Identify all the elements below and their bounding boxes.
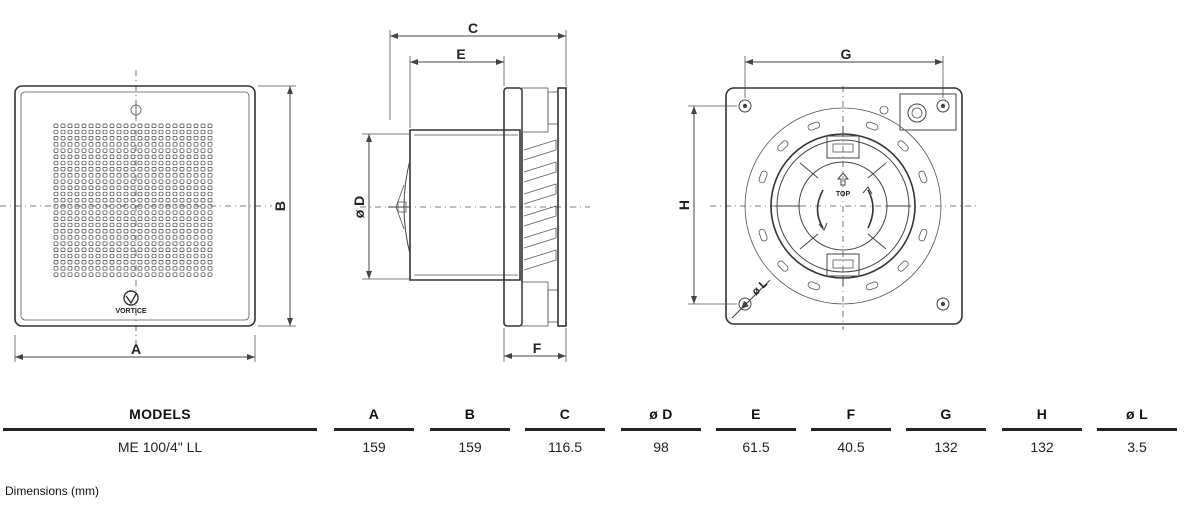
- table-header-c: C: [525, 404, 605, 431]
- rim-slot: [807, 281, 821, 291]
- side-view: C E ø D F: [351, 20, 590, 362]
- dim-label-f: F: [533, 340, 542, 356]
- rim-slot: [777, 260, 789, 272]
- table-cell-b: 159: [458, 439, 482, 455]
- terminal-box: [899, 93, 957, 131]
- table-header-models: MODELS: [3, 404, 317, 431]
- table-cell-d: 98: [653, 439, 669, 455]
- table-header-d: ø D: [621, 404, 701, 431]
- rim-slot: [865, 121, 879, 131]
- table-header-l: ø L: [1097, 404, 1177, 431]
- rim-slot: [758, 170, 768, 184]
- front-grille-outer: [14, 85, 256, 327]
- rim-slots: [758, 121, 928, 291]
- grille-slots: [53, 123, 213, 277]
- rim-slot: [918, 228, 928, 242]
- table-cell-h: 132: [1030, 439, 1054, 455]
- rim-slot: [777, 140, 789, 152]
- dimensions-table: MODELS A B C ø D E F G H ø L ME 100/4" L…: [0, 404, 1189, 466]
- table-cell-l: 3.5: [1127, 439, 1147, 455]
- dim-label-g: G: [841, 46, 852, 62]
- rotation-arrow-icon: [867, 189, 874, 229]
- rim-slot: [807, 121, 821, 131]
- front-view: VORTICE A B: [0, 70, 296, 362]
- rear-view: TOP G H ø L: [676, 46, 980, 330]
- table-cell-g: 132: [934, 439, 958, 455]
- side-flange: [503, 87, 523, 327]
- table-cell-f: 40.5: [837, 439, 865, 455]
- table-header-f: F: [811, 404, 891, 431]
- table-cell-a: 159: [362, 439, 386, 455]
- dim-label-l: ø L: [750, 278, 770, 298]
- table-cell-model: ME 100/4" LL: [117, 439, 203, 455]
- dim-label-b: B: [272, 201, 288, 211]
- dim-label-h: H: [676, 200, 692, 210]
- dim-label-e: E: [456, 46, 465, 62]
- table-header-g: G: [906, 404, 986, 431]
- rim-slot: [897, 260, 909, 272]
- rim-slot: [865, 281, 879, 291]
- dim-label-d: ø D: [351, 196, 367, 219]
- motor-body: [409, 129, 521, 281]
- table-cell-c: 116.5: [548, 439, 582, 455]
- table-header-e: E: [716, 404, 796, 431]
- dim-label-a: A: [131, 341, 141, 357]
- table-header-a: A: [334, 404, 414, 431]
- rim-slot: [918, 170, 928, 184]
- rear-plate: [725, 87, 963, 325]
- dim-label-c: C: [468, 20, 478, 36]
- up-arrow-icon: [836, 172, 850, 186]
- brand-label: VORTICE: [115, 308, 146, 315]
- brand-logo-icon: [123, 290, 139, 306]
- rotation-arrow-icon: [816, 189, 824, 229]
- footnote: Dimensions (mm): [5, 484, 100, 498]
- technical-drawing: VORTICE A B: [0, 20, 980, 362]
- table-header-h: H: [1002, 404, 1082, 431]
- rim-slot: [897, 140, 909, 152]
- front-grille-inner: [20, 91, 250, 321]
- rim-slot: [758, 228, 768, 242]
- top-marker-label: TOP: [836, 191, 851, 198]
- table-cell-e: 61.5: [742, 439, 770, 455]
- table-header-b: B: [430, 404, 510, 431]
